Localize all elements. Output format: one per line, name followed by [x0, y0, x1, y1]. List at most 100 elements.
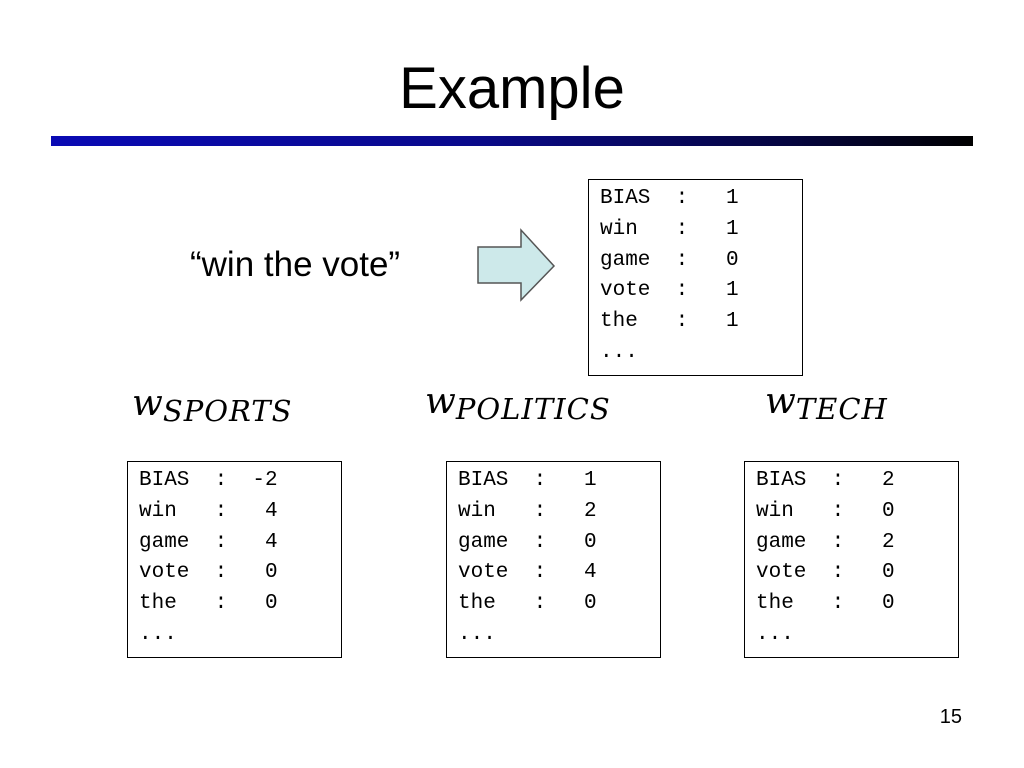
weight-label-politics: wPOLITICS	[425, 381, 611, 426]
feature-sep: :	[831, 530, 845, 554]
slide-title: Example	[399, 56, 625, 121]
feature-value: 0	[265, 592, 278, 616]
feature-value: 0	[882, 592, 895, 616]
input-feature-vector: BIAS: 1 win: 1 game: 0 vote: 1 the: 1 ...	[588, 179, 803, 376]
feature-sep: :	[675, 217, 689, 241]
vector-row: BIAS: 2	[756, 466, 948, 497]
feature-value: 1	[726, 217, 739, 241]
feature-key: the	[458, 592, 496, 616]
vector-row: vote: 1	[600, 276, 792, 307]
weight-subscript: POLITICS	[455, 392, 611, 426]
vector-row: win: 1	[600, 215, 792, 246]
feature-value: 4	[265, 530, 278, 554]
weight-label-sports: wSPORTS	[132, 383, 293, 428]
feature-sep: :	[831, 499, 845, 523]
feature-key: BIAS	[458, 469, 509, 492]
feature-sep: :	[675, 310, 689, 334]
vector-row: game: 2	[756, 528, 948, 559]
vector-row: the: 0	[756, 589, 948, 620]
feature-key: win	[756, 499, 794, 523]
weight-subscript: TECH	[795, 392, 888, 426]
feature-key: the	[139, 592, 177, 616]
feature-key: vote	[756, 561, 807, 585]
vector-row: the: 0	[139, 589, 331, 620]
weight-label-tech: wTECH	[765, 381, 888, 426]
feature-key: game	[458, 530, 509, 554]
vector-row: BIAS: 1	[458, 466, 650, 497]
vector-ellipsis: ...	[600, 340, 638, 364]
weight-subscript: SPORTS	[162, 394, 293, 428]
feature-value: 2	[882, 530, 895, 554]
feature-sep: :	[533, 530, 547, 554]
vector-row: BIAS: -2	[139, 466, 331, 497]
feature-key: BIAS	[139, 469, 190, 492]
vector-row: game: 0	[458, 528, 650, 559]
page-number: 15	[939, 706, 962, 728]
vector-row: win:2	[458, 497, 650, 528]
feature-value: 1	[726, 279, 739, 303]
weight-symbol: w	[425, 381, 456, 422]
feature-key: vote	[600, 279, 651, 303]
vector-ellipsis: ...	[139, 622, 177, 646]
feature-key: game	[139, 530, 190, 554]
feature-value: 2	[882, 469, 895, 492]
vector-row: BIAS: 1	[600, 184, 792, 215]
feature-sep: :	[831, 561, 845, 585]
vector-row: the: 0	[458, 589, 650, 620]
feature-key: BIAS	[600, 187, 651, 210]
feature-value: 0	[584, 530, 597, 554]
feature-value: 2	[584, 499, 597, 523]
right-arrow-icon	[477, 228, 556, 302]
vector-row: vote: 4	[458, 558, 650, 589]
feature-sep: :	[214, 499, 228, 523]
weight-vector-sports: BIAS: -2 win: 4 game: 4 vote:0 the: 0 ...	[127, 461, 342, 658]
feature-value: -2	[252, 469, 278, 492]
feature-value: 4	[265, 499, 278, 523]
vector-row: game: 0	[600, 246, 792, 277]
feature-sep: :	[533, 592, 547, 616]
feature-sep: :	[214, 469, 228, 492]
feature-key: game	[756, 530, 807, 554]
vector-ellipsis: ...	[756, 622, 794, 646]
feature-value: 0	[726, 248, 739, 272]
feature-key: win	[139, 499, 177, 523]
feature-value: 0	[584, 592, 597, 616]
vector-row: game: 4	[139, 528, 331, 559]
feature-value: 1	[726, 187, 739, 210]
feature-value: 0	[265, 561, 278, 585]
feature-key: game	[600, 248, 651, 272]
feature-key: win	[600, 217, 638, 241]
feature-sep: :	[214, 592, 228, 616]
feature-sep: :	[214, 530, 228, 554]
feature-key: vote	[458, 561, 509, 585]
feature-sep: :	[533, 561, 547, 585]
feature-key: the	[756, 592, 794, 616]
feature-value: 4	[584, 561, 597, 585]
input-phrase: “win the vote”	[190, 245, 401, 284]
vector-row: the: 1	[600, 307, 792, 338]
feature-value: 1	[584, 469, 597, 492]
feature-key: the	[600, 310, 638, 334]
weight-vector-politics: BIAS:1 win:2 game:0 vote:4 the:0 ...	[446, 461, 661, 658]
feature-sep: :	[675, 248, 689, 272]
feature-sep: :	[533, 469, 547, 492]
feature-sep: :	[831, 469, 845, 492]
vector-row: vote:0	[139, 558, 331, 589]
weight-symbol: w	[765, 381, 796, 422]
vector-ellipsis: ...	[458, 622, 496, 646]
feature-sep: :	[533, 499, 547, 523]
feature-key: vote	[139, 561, 190, 585]
weight-vector-tech: BIAS: 2 win: 0 game: 2 vote: 0 the: 0 ...	[744, 461, 959, 658]
feature-sep: :	[675, 187, 689, 210]
vector-row: vote: 0	[756, 558, 948, 589]
feature-sep: :	[675, 279, 689, 303]
feature-value: 0	[882, 499, 895, 523]
feature-value: 1	[726, 310, 739, 334]
vector-row: win: 4	[139, 497, 331, 528]
weight-symbol: w	[132, 383, 163, 424]
title-rule	[51, 136, 973, 146]
feature-key: BIAS	[756, 469, 807, 492]
vector-row: win: 0	[756, 497, 948, 528]
feature-sep: :	[831, 592, 845, 616]
feature-value: 0	[882, 561, 895, 585]
